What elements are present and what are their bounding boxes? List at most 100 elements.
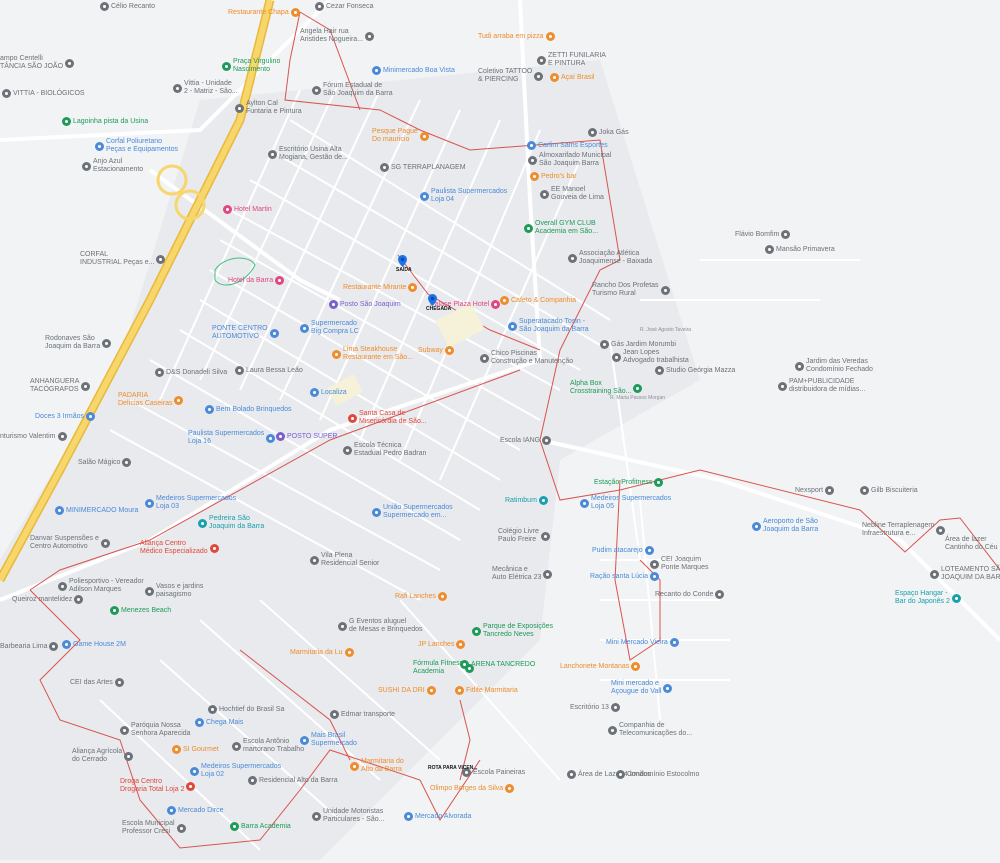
poi-mediterraneoloja05[interactable]: Medeiros Supermercados Loja 05 [580, 495, 671, 511]
poi-jplanches[interactable]: JP Lanches [418, 640, 467, 649]
poi-gasjardim[interactable]: Gás Jardim Morumbi [600, 340, 676, 349]
poi-joseagosto[interactable]: R. José Agosto Taveira [640, 326, 691, 335]
poi-loteamento[interactable]: LOTEAMENTO SÃO JOAQUIM DA BARRA [930, 566, 1000, 582]
poi-supermercadobigcompra[interactable]: Supermercado Big Compra LC [300, 320, 359, 336]
poi-aeroporto[interactable]: Aeroporto de São Joaquim da Barra [752, 518, 818, 534]
poi-escolapaineiras[interactable]: Escola Paineiras [462, 768, 525, 777]
poi-maisbrasil[interactable]: Mais Brasil Supermercado [300, 732, 357, 748]
poi-lagoinha[interactable]: Lagoinha pista da Usina [62, 117, 148, 126]
poi-colegiolivre[interactable]: Colégio Livre Paulo Freire [498, 528, 552, 544]
poi-santacasa[interactable]: Santa Casa de Misericórdia de São... [348, 410, 427, 426]
poi-geventos[interactable]: G Eventos aluguel de Mesas e Brinquedos [338, 618, 423, 634]
poi-alianca[interactable]: Aliança Centro Médico Especializado [140, 540, 221, 556]
poi-chegamais[interactable]: Chega Mais [195, 718, 243, 727]
poi-drogacentro[interactable]: Droga Centro Drogaria Total Loja 2 [120, 778, 197, 794]
poi-nexsport[interactable]: Nexsport [795, 486, 836, 495]
poi-vasos[interactable]: Vasos e jardins paisagismo [145, 583, 203, 599]
poi-barraacademia[interactable]: Barra Academia [230, 822, 291, 831]
poi-menezes[interactable]: Menezes Beach [110, 606, 171, 615]
poi-vilaplena[interactable]: Vila Plena Residencial Senior [310, 552, 379, 568]
poi-ayltoncal[interactable]: Aylton Cal Funtaria e Pintura [235, 100, 302, 116]
poi-fitlife[interactable]: Fitlife Marmitaria [455, 686, 518, 695]
poi-supertosin[interactable]: Superatacado Tosin - São Joaquim da Barr… [508, 318, 589, 334]
marker-chegada-pin-icon[interactable] [428, 294, 437, 306]
poi-limaboutique[interactable]: Lima Steakhouse Restaurante em São... [332, 346, 413, 362]
poi-associacao[interactable]: Associação Atlética Joaquimense - Baixad… [568, 250, 652, 266]
poi-escolamunicipal[interactable]: Escola Municipal Professor Cresi [122, 820, 188, 836]
poi-carlim[interactable]: Carlim Sams Esportes [527, 141, 608, 150]
poi-doces3[interactable]: Doces 3 Irmãos [35, 412, 97, 421]
poi-escritorio13[interactable]: Escritório 13 [570, 703, 622, 712]
poi-edmartransporte[interactable]: Edmar transporte [330, 710, 395, 719]
poi-escolaiang[interactable]: Escola IANG [500, 436, 553, 445]
poi-laurabessa[interactable]: Laura Bessa Leão [235, 366, 303, 375]
poi-sigourmet[interactable]: SI Gourmet [172, 745, 219, 754]
poi-hotelbarra[interactable]: Hotel da Barra [228, 276, 286, 285]
poi-recanto[interactable]: Recanto do Conde [655, 590, 726, 599]
poi-rmariapassos[interactable]: R. Maria Passos Morgan [610, 394, 665, 403]
poi-anjoazul[interactable]: Anjo Azul Estacionamento [82, 158, 143, 174]
poi-escritorio[interactable]: Escritório Usina Alta Mogiana, Gestão de… [268, 146, 348, 162]
poi-nebliterra[interactable]: Nebline Terraplenagem Infraestrutura e..… [862, 522, 947, 538]
poi-localiza[interactable]: Localiza [310, 388, 347, 397]
poi-companhiatelecom[interactable]: Companhia de Telecomunicações do... [608, 722, 692, 738]
poi-garnehouse[interactable]: Game House 2M [62, 640, 126, 649]
poi-vittia_bio[interactable]: VITTIA - BIOLÓGICOS [2, 89, 85, 98]
poi-turismovalentim[interactable]: nturismo Valentim [0, 432, 69, 441]
poi-almoxarifado[interactable]: Almoxarifado Municipal São Joaquim Barra [528, 152, 611, 168]
poi-pedrobar[interactable]: Pedro's bar [530, 172, 577, 181]
poi-mansao[interactable]: Mansão Primavera [765, 245, 835, 254]
marker-saida-pin-icon[interactable] [398, 255, 407, 267]
poi-pesque[interactable]: Pesque Pague Do mauricio [372, 128, 431, 144]
poi-ceidasartes[interactable]: CEI das Artes [70, 678, 126, 687]
poi-rafilanches[interactable]: Rafi Lanches [395, 592, 449, 601]
poi-rancho[interactable]: Rancho Dos Profetas Turismo Rural [592, 282, 672, 298]
poi-marmitarialu[interactable]: Marmitaria da Lu [290, 648, 356, 657]
poi-joka[interactable]: Joka Gás [588, 128, 629, 137]
poi-restmirante[interactable]: Restaurante Mirante [343, 283, 419, 292]
poi-ceijoaquim[interactable]: CEI Joaquim Ponte Marques [650, 556, 708, 572]
poi-paulistaloja04[interactable]: Paulista Supermercados Loja 04 [420, 188, 507, 204]
poi-anhanguera[interactable]: ANHANGUERA TACÓGRAFOS [30, 378, 92, 394]
poi-acai[interactable]: Açaí Brasil [550, 73, 594, 82]
poi-coletinho[interactable]: Coletivo TATTOO & PIERCING [478, 68, 545, 84]
poi-angela[interactable]: Angela Hair rua Aristides Nogueira... [300, 28, 376, 44]
poi-subway[interactable]: Subway [418, 346, 456, 355]
poi-minimercadovieira[interactable]: Mini Mercado Vieira [606, 638, 681, 647]
poi-pudim[interactable]: Pudim atacarejo [592, 546, 656, 555]
poi-chicospiscinas[interactable]: Chico Piscinas Construção e Manutenção [480, 350, 573, 366]
poi-estacaoprofit[interactable]: Estação Profitness [594, 478, 665, 487]
poi-mercadodirce[interactable]: Mercado Dirce [167, 806, 224, 815]
poi-salaomagico[interactable]: Salão Mágico [78, 458, 133, 467]
poi-condominioestocolmo[interactable]: Condomínio Estocolmo [616, 770, 699, 779]
poi-racaosanta[interactable]: Ração santa Lúcia [590, 572, 661, 581]
poi-quenoz[interactable]: Queiroz mantelidez [12, 595, 85, 604]
poi-hochtief[interactable]: Hochtief do Brasil Sa [208, 705, 284, 714]
poi-areadelazer[interactable]: Área de lazer Cantinho do Céu [945, 536, 1000, 552]
poi-sgterra[interactable]: SG TERRAPLANAGEM [380, 163, 466, 172]
poi-cezar[interactable]: Cezar Fonseca [315, 2, 373, 11]
poi-tudiarraiba[interactable]: Tudi arraba em pizza [478, 32, 557, 41]
poi-mediterraneoloja02[interactable]: Medeiros Supermercados Loja 02 [190, 763, 281, 779]
poi-flavio[interactable]: Flávio Bomfim [735, 230, 792, 239]
poi-postosj[interactable]: Posto São Joaquim [329, 300, 401, 309]
poi-barbearia[interactable]: Barbearia Lima [0, 642, 60, 651]
poi-minimercadoboa[interactable]: Minimercado Boa Vista [372, 66, 455, 75]
poi-benbolado[interactable]: Bem Bolado Brinquedos [205, 405, 292, 414]
poi-ratimbum[interactable]: Ratimbum [505, 496, 550, 505]
poi-praca[interactable]: Praça Virgulino Nascimento [222, 58, 280, 74]
poi-corfalind[interactable]: CORFAL INDUSTRIAL Peças e... [80, 251, 167, 267]
poi-aliancaagricola[interactable]: Aliança Agrícola do Cerrado [72, 748, 135, 764]
poi-arealazer4[interactable]: Área de Lazer 4 irmãos [567, 770, 651, 779]
poi-arenatancredo[interactable]: ARENA TANCREDO [460, 660, 535, 669]
poi-mediterraneoloja03[interactable]: Medeiros Supermercados Loja 03 [145, 495, 236, 511]
poi-studiogeorgia[interactable]: Studio Geórgia Mazza [655, 366, 735, 375]
poi-pontecentro[interactable]: PONTE CENTRO AUTOMOTIVO [212, 325, 281, 341]
poi-alphabox[interactable]: Alpha Box Crosstraining São... [570, 380, 644, 396]
poi-marmitariaalto[interactable]: Marmitaria do Alto da Barra [350, 758, 404, 774]
poi-vittia_unidade[interactable]: Vittia - Unidade 2 - Matriz - São... [173, 80, 238, 96]
poi-forum[interactable]: Fórum Estadual de São Joaquim da Barra [312, 82, 393, 98]
poi-paroquia[interactable]: Paróquia Nossa Senhora Aparecida [120, 722, 191, 738]
poi-mecanica[interactable]: Mecânica e Auto Elétrica 23 [492, 566, 554, 582]
